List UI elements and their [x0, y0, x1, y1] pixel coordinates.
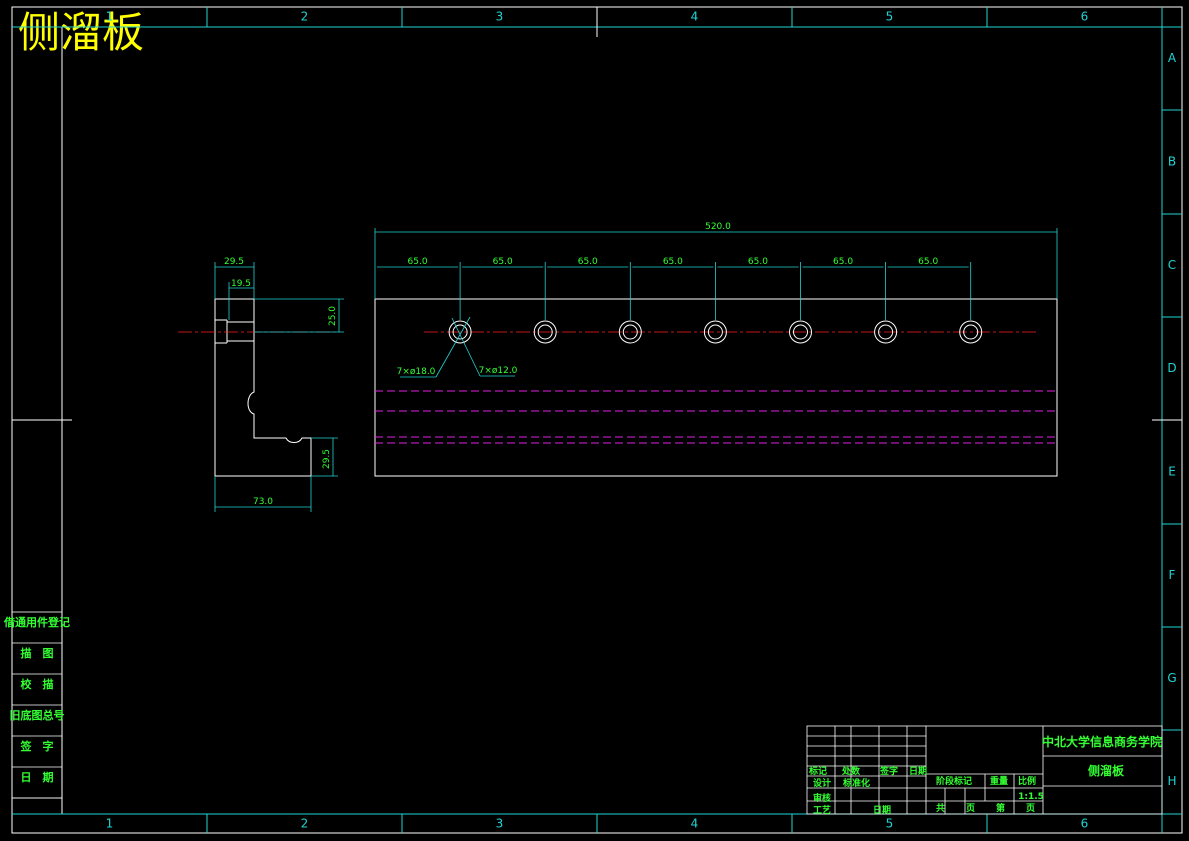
side-table-label: 旧底图总号 [10, 708, 65, 722]
hole-outer [703, 320, 727, 344]
sheet-page-label-2: 页 [1026, 803, 1035, 814]
front-view: 520.0 65.0 65.0 65.0 65.0 65.0 65.0 65.0 7×ø18… [374, 222, 1058, 477]
zone-col-top: 2 [301, 10, 309, 24]
hole-outer [959, 320, 983, 344]
leader-line [451, 317, 481, 377]
mid-header-weight: 重量 [990, 775, 1008, 787]
side-view-outline [214, 298, 312, 477]
zone-row-right: G [1167, 671, 1176, 685]
side-table-label: 日 期 [21, 770, 54, 784]
dim-73: 73.0 [253, 497, 273, 507]
hole-group [448, 320, 983, 344]
dim-spacing-65: 65.0 [833, 257, 853, 267]
title-block: 中北大学信息商务学院 侧溜板 1:1.5 阶段标记 重量 比例 共 页 第 页 … [806, 725, 1163, 816]
hole-outer-callout: 7×ø18.0 [397, 367, 436, 377]
zone-col-bottom: 3 [496, 817, 504, 831]
hole-inner [793, 324, 808, 340]
mid-header-scale: 比例 [1018, 775, 1036, 787]
zone-col-bottom: 4 [691, 817, 699, 831]
dim-spacing-65: 65.0 [493, 257, 513, 267]
side-table-label: 校 描 [21, 677, 54, 691]
zone-row-right: H [1167, 774, 1176, 788]
dim-29-5-top: 29.5 [224, 257, 244, 267]
school-name: 中北大学信息商务学院 [1042, 734, 1162, 749]
hole-outer [448, 320, 472, 344]
title-block-frame [806, 725, 1163, 815]
zone-row-right: F [1169, 568, 1176, 582]
zone-col-top: 1 [106, 10, 114, 24]
side-table-label: 借通用件登记 [3, 615, 70, 629]
zone-row-right: C [1168, 258, 1176, 272]
dim-spacing-65: 65.0 [918, 257, 938, 267]
hole-inner [878, 324, 894, 340]
hole-inner [963, 324, 979, 340]
zone-col-top: 5 [886, 10, 894, 24]
dim-spacing-65: 65.0 [748, 257, 768, 267]
zone-col-bottom: 5 [886, 817, 894, 831]
part-name: 侧溜板 [1088, 763, 1125, 778]
zone-col-bottom: 1 [106, 817, 114, 831]
zone-row-right: D [1167, 361, 1176, 375]
zone-col-bottom: 2 [301, 817, 309, 831]
spacing-dimensions: 65.0 65.0 65.0 65.0 65.0 65.0 65.0 [377, 257, 972, 320]
dim-520: 520.0 [705, 222, 731, 232]
row-header-doc: 签字 [879, 765, 898, 777]
outer-frame [11, 6, 1183, 834]
row-date: 日期 [873, 804, 891, 816]
row-standard: 标准化 [842, 777, 870, 789]
row-header-mark: 标记 [808, 765, 827, 777]
zone-col-top: 3 [496, 10, 504, 24]
hole-inner-callout: 7×ø12.0 [479, 366, 518, 376]
leader-line [435, 316, 471, 378]
side-view: 29.5 19.5 25.0 29.5 73.0 [178, 257, 344, 512]
dim-29-5-right: 29.5 [322, 449, 332, 469]
hole-outer [618, 320, 642, 344]
zone-row-right: E [1168, 465, 1176, 479]
side-table-label: 签 字 [20, 739, 54, 753]
scale-value: 1:1.5 [1018, 792, 1044, 802]
row-header-count: 处数 [841, 765, 861, 777]
zone-row-right: B [1168, 155, 1176, 169]
dim-spacing-65: 65.0 [663, 257, 683, 267]
sheet-current-label: 第 [996, 802, 1005, 814]
hole-outer [533, 320, 557, 344]
zone-row-right: A [1168, 51, 1177, 65]
hole-inner [707, 324, 723, 340]
drawing-title: 侧溜板 [18, 8, 145, 57]
sheet-total-label: 共 [936, 802, 945, 814]
sheet-page-label: 页 [966, 803, 975, 814]
hole-outer [874, 320, 898, 344]
zone-col-top: 4 [691, 10, 699, 24]
hole-inner [452, 324, 468, 340]
front-view-outline [374, 298, 1058, 477]
inner-frame [61, 26, 1163, 815]
row-header-date: 日期 [909, 765, 927, 777]
hole-inner [537, 324, 553, 340]
row-review: 审核 [813, 792, 831, 804]
zone-col-bottom: 6 [1081, 817, 1089, 831]
dim-19-5: 19.5 [231, 279, 251, 289]
side-table-label: 描 图 [21, 646, 54, 660]
zone-col-top: 6 [1081, 10, 1089, 24]
hole-outer [789, 320, 812, 344]
hole-inner [622, 324, 638, 340]
row-process: 工艺 [813, 804, 831, 816]
dim-spacing-65: 65.0 [408, 257, 428, 267]
mid-header-stage: 阶段标记 [936, 775, 972, 787]
dim-25: 25.0 [328, 306, 338, 326]
dim-spacing-65: 65.0 [578, 257, 598, 267]
row-design: 设计 [813, 777, 831, 789]
